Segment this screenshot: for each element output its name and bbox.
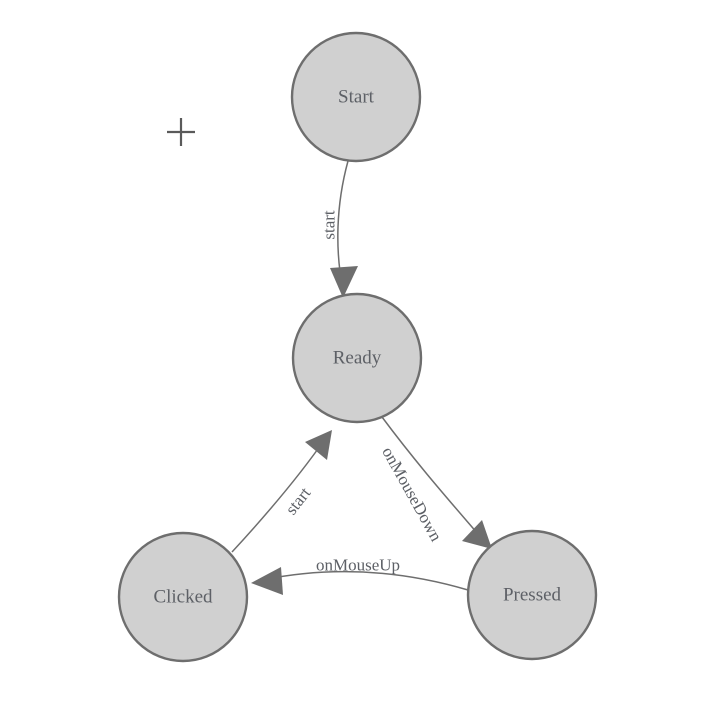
- arrow-head-icon: [251, 567, 283, 595]
- edge-label-start-to-ready: start: [320, 210, 339, 240]
- arrow-head-icon: [330, 266, 358, 298]
- node-shape: [466, 529, 598, 661]
- node-shape: [117, 531, 249, 663]
- edge-ready-to-pressed[interactable]: onMouseDown: [378, 416, 492, 549]
- edge-clicked-to-ready[interactable]: start: [231, 430, 332, 553]
- edge-line: [261, 570, 469, 591]
- edge-start-to-ready[interactable]: start: [320, 160, 359, 298]
- arrow-head-icon: [305, 430, 332, 460]
- node-label-start: Start: [338, 87, 375, 108]
- node-shape: [291, 292, 423, 424]
- node-pressed[interactable]: Pressed: [466, 529, 598, 661]
- edge-pressed-to-clicked[interactable]: onMouseUp: [251, 556, 469, 596]
- node-shape: [290, 31, 422, 163]
- node-clicked[interactable]: Clicked: [117, 531, 249, 663]
- node-ready[interactable]: Ready: [291, 292, 423, 424]
- edge-label-ready-to-pressed: onMouseDown: [378, 444, 446, 545]
- edge-label-pressed-to-clicked: onMouseUp: [316, 556, 400, 575]
- arrow-head-icon: [462, 520, 492, 549]
- edge-line: [231, 438, 326, 553]
- node-label-ready: Ready: [333, 348, 382, 369]
- node-label-clicked: Clicked: [153, 587, 213, 608]
- crosshair-plus-icon: [167, 118, 195, 146]
- node-label-pressed: Pressed: [503, 585, 562, 606]
- node-start[interactable]: Start: [290, 31, 422, 163]
